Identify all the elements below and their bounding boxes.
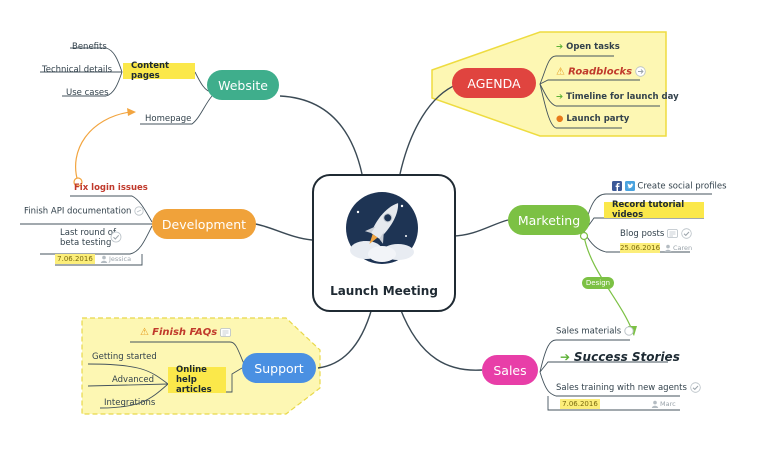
arrow-right-icon: ➔ — [556, 92, 564, 102]
agenda-item-timeline[interactable]: ➔ Timeline for launch day — [556, 92, 679, 102]
online-help-articles-node[interactable]: Online help articles — [168, 365, 226, 395]
open-tasks-label: Open tasks — [566, 42, 620, 52]
twitter-icon — [624, 181, 635, 191]
user-icon — [651, 400, 659, 408]
beta-testing-node-line1[interactable]: Last round of — [60, 228, 116, 238]
blog-posts-label: Blog posts — [620, 229, 665, 239]
warning-icon: ⚠ — [140, 327, 149, 338]
note-icon — [220, 327, 232, 337]
success-stories-node[interactable]: ➔ Success Stories — [560, 350, 680, 364]
arrow-circle-icon — [635, 66, 647, 77]
support-child-getting-started[interactable]: Getting started — [92, 352, 157, 362]
sales-materials-label: Sales materials — [556, 326, 622, 337]
sales-materials-node[interactable]: Sales materials — [556, 326, 634, 337]
create-social-profiles-label: Create social profiles — [637, 181, 727, 192]
timeline-label: Timeline for launch day — [566, 92, 679, 102]
design-relation-label[interactable]: Design — [582, 277, 614, 289]
arrow-right-icon: ➔ — [560, 350, 571, 364]
link-icon — [134, 206, 144, 216]
sales-assignee: Marc — [660, 400, 676, 408]
website-child-benefits[interactable]: Benefits — [72, 42, 107, 52]
agenda-item-roadblocks[interactable]: ⚠ Roadblocks — [556, 66, 647, 78]
task-check-icon[interactable] — [110, 231, 122, 243]
finish-faqs-label: Finish FAQs — [152, 327, 218, 338]
rocket-icon — [346, 192, 418, 264]
user-icon — [664, 244, 672, 252]
marketing-assignee: Caren — [673, 244, 693, 252]
branch-sales — [399, 307, 483, 371]
agenda-node[interactable]: AGENDA — [452, 68, 536, 98]
agenda-item-launch-party[interactable]: ● Launch party — [556, 114, 629, 124]
sales-training-label: Sales training with new agents — [556, 383, 687, 393]
agenda-item-open-tasks[interactable]: ➔ Open tasks — [556, 42, 620, 52]
relation-arrow-orange — [75, 111, 131, 183]
branch-support — [317, 307, 373, 369]
arrow-right-icon: ➔ — [556, 42, 564, 52]
create-social-profiles-node[interactable]: Create social profiles — [612, 181, 727, 192]
task-check-icon — [680, 228, 692, 239]
development-due-date: 7.06.2016 — [55, 254, 95, 264]
development-node[interactable]: Development — [152, 209, 256, 239]
marketing-node[interactable]: Marketing — [508, 205, 590, 235]
launch-party-label: Launch party — [566, 114, 630, 124]
beta-testing-node-line2[interactable]: beta testing — [60, 238, 112, 248]
fix-login-issues-node[interactable]: Fix login issues — [74, 183, 148, 193]
agenda-highlight-panel — [431, 31, 667, 137]
content-pages-node[interactable]: Content pages — [123, 61, 195, 81]
record-tutorial-videos-node[interactable]: Record tutorial videos — [604, 200, 704, 220]
warning-icon: ⚠ — [556, 66, 565, 78]
branch-agenda — [399, 83, 459, 175]
sales-training-node[interactable]: Sales training with new agents — [556, 382, 701, 393]
user-icon — [100, 255, 108, 263]
online-help-articles-line2: articles — [176, 385, 212, 395]
sales-due-date: 7.06.2016 — [560, 399, 600, 409]
support-node[interactable]: Support — [242, 353, 316, 383]
support-child-integrations[interactable]: Integrations — [104, 398, 156, 408]
branch-development — [254, 223, 313, 241]
marketing-due-date: 25.06.2016 — [619, 243, 661, 253]
roadblocks-label: Roadblocks — [568, 66, 633, 78]
finish-api-documentation-node[interactable]: Finish API documentation — [24, 206, 144, 217]
blog-posts-node[interactable]: Blog posts — [620, 228, 692, 239]
finish-faqs-node[interactable]: ⚠ Finish FAQs — [140, 327, 232, 338]
development-assignee: Jessica — [109, 255, 132, 263]
note-icon — [667, 229, 678, 238]
branch-marketing — [451, 219, 509, 237]
facebook-icon — [612, 181, 622, 191]
task-check-icon — [689, 382, 701, 393]
central-topic-node[interactable]: Launch Meeting — [312, 174, 456, 312]
central-topic-title: Launch Meeting — [330, 284, 438, 298]
sales-node[interactable]: Sales — [482, 355, 538, 385]
pumpkin-icon: ● — [556, 114, 564, 124]
branch-website — [279, 95, 363, 175]
finish-api-documentation-label: Finish API documentation — [24, 206, 132, 217]
website-child-technical-details[interactable]: Technical details — [42, 65, 113, 75]
success-stories-label: Success Stories — [573, 350, 680, 364]
website-child-use-cases[interactable]: Use cases — [66, 88, 109, 98]
progress-circle-icon — [624, 326, 634, 336]
online-help-articles-line1: Online help — [176, 365, 207, 385]
support-child-advanced[interactable]: Advanced — [112, 375, 154, 385]
website-node[interactable]: Website — [207, 70, 279, 100]
website-child-homepage[interactable]: Homepage — [145, 114, 192, 124]
